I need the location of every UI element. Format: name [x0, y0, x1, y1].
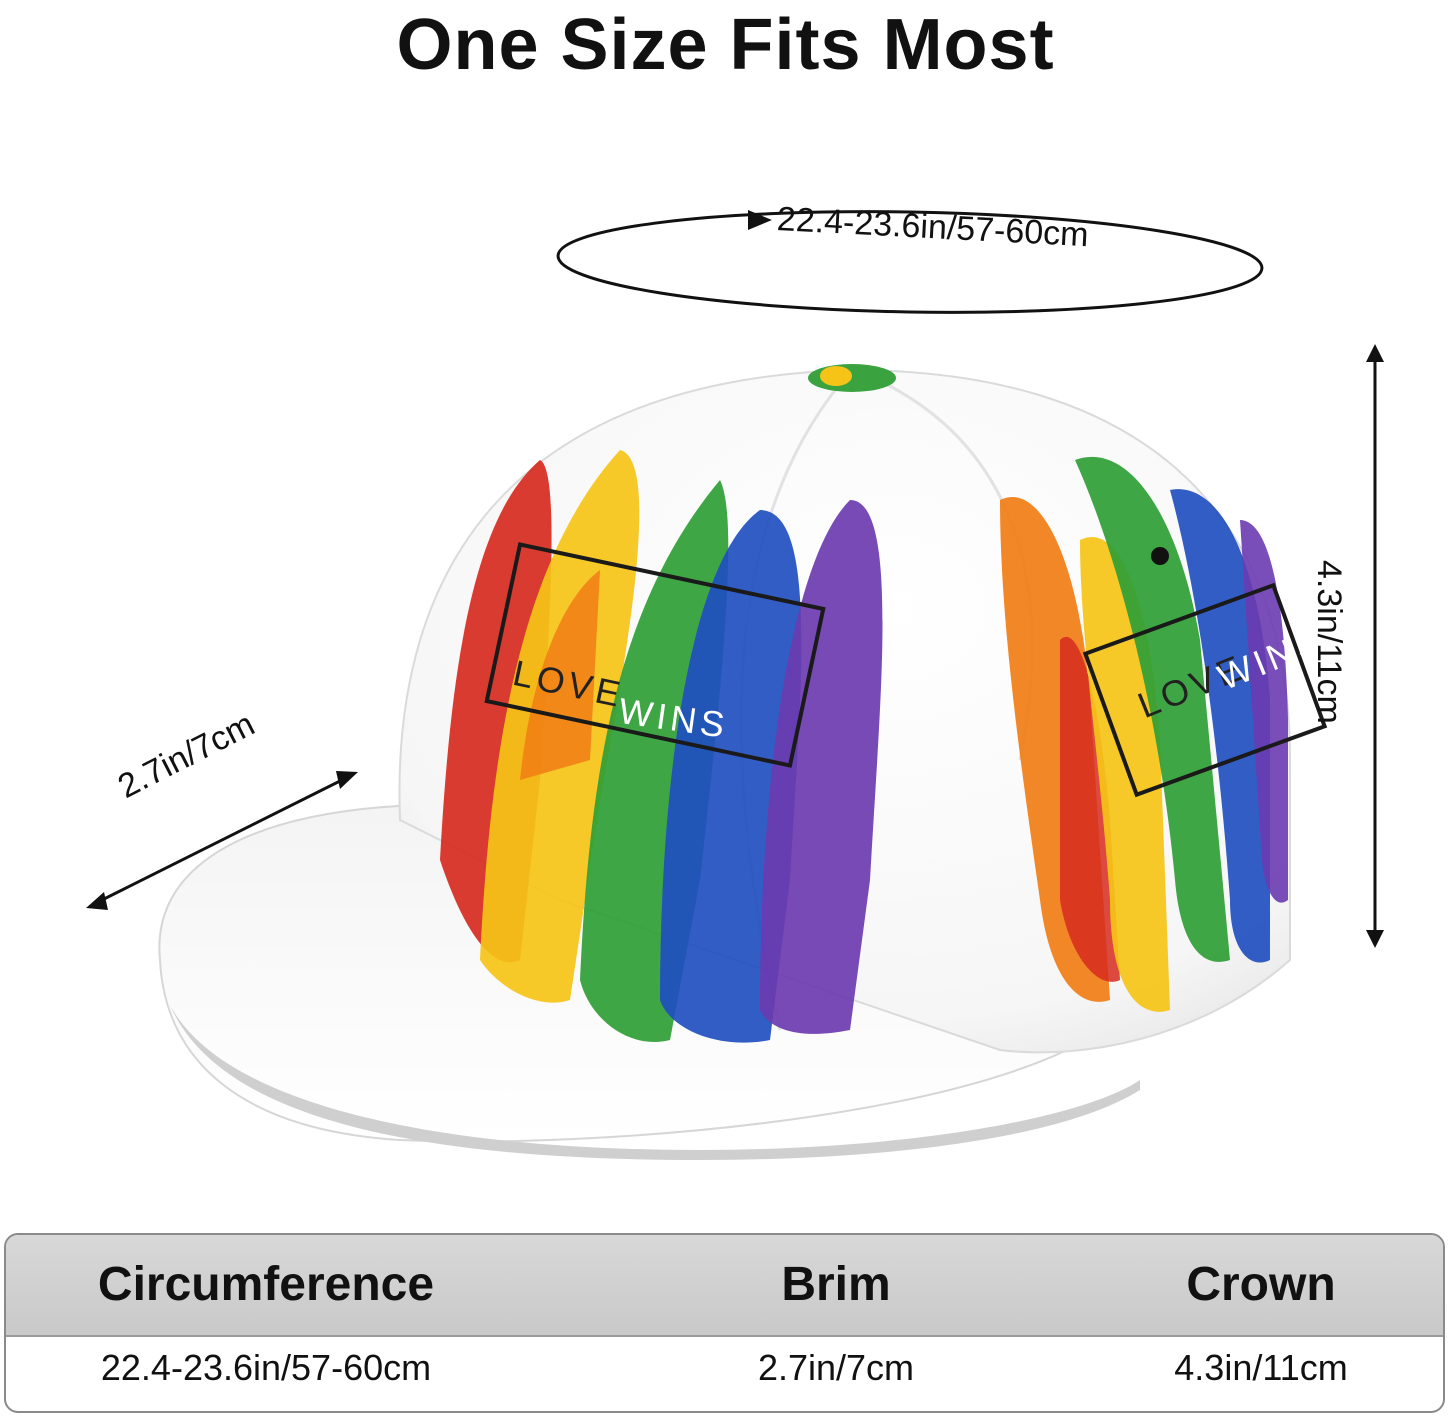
front-rainbow-stripes [440, 450, 883, 1043]
size-table: Circumference Brim Crown 22.4-23.6in/57-… [4, 1233, 1445, 1413]
brim-length-arrow [86, 771, 358, 910]
size-table-header [6, 1235, 1443, 1337]
value-crown: 4.3in/11cm [1174, 1347, 1348, 1388]
crown-label: 4.3in/11cm [1310, 560, 1348, 724]
cap-illustration [86, 210, 1384, 1160]
value-brim: 2.7in/7cm [757, 1347, 915, 1388]
header-brim: Brim [781, 1258, 891, 1311]
crown-height-arrow [1366, 344, 1384, 948]
header-circumference: Circumference [97, 1258, 435, 1311]
circumference-indicator [556, 210, 1264, 314]
header-crown: Crown [1186, 1258, 1336, 1311]
value-circumference: 22.4-23.6in/57-60cm [100, 1347, 432, 1388]
page-title: One Size Fits Most [396, 5, 1055, 85]
side-rainbow-stripes [1000, 456, 1288, 1012]
